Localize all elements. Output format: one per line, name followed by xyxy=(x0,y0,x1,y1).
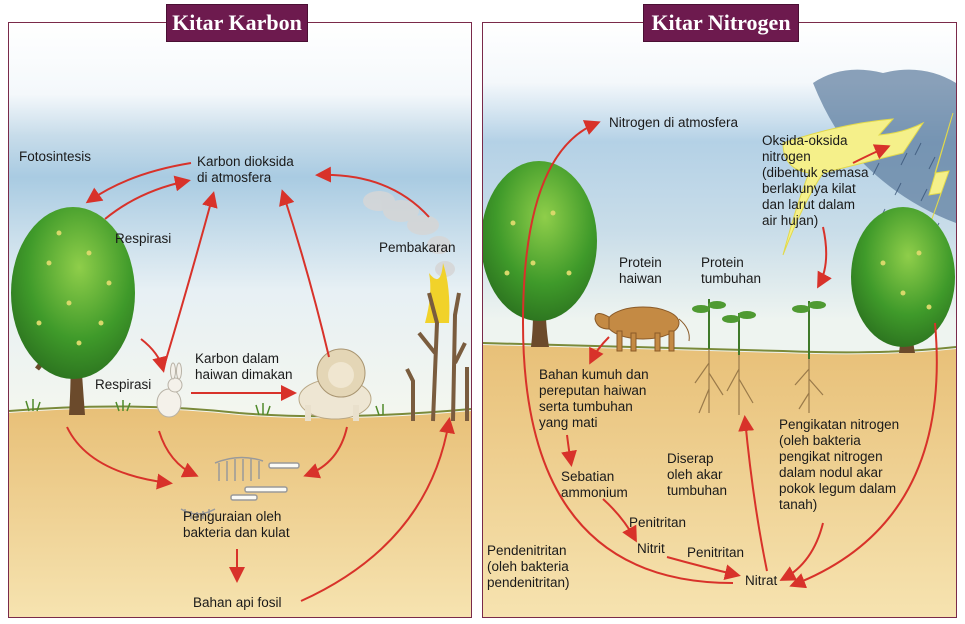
label-fixation-line6: tanah) xyxy=(779,497,818,512)
label-denitrification-line2: (oleh bakteria xyxy=(487,559,569,574)
label-oxides-line3: (dibentuk semasa xyxy=(762,165,869,180)
label-root-absorption: Diserap oleh akar tumbuhan xyxy=(667,451,727,499)
tree xyxy=(11,207,135,415)
label-fixation-line5: pokok legum dalam xyxy=(779,481,897,496)
label-fixation-line2: (oleh bakteria xyxy=(779,433,861,448)
label-oxides-line4: berlakunya kilat xyxy=(762,181,856,196)
label-denitrification: Pendenitritan (oleh bakteria pendenitrit… xyxy=(487,543,570,591)
label-co2-atmosphere: Karbon dioksida di atmosfera xyxy=(197,154,294,186)
label-waste-line3: serta tumbuhan xyxy=(539,399,633,414)
label-nitrification-2: Penitritan xyxy=(687,545,745,560)
label-eaten-line1: Karbon dalam xyxy=(195,351,280,366)
label-absorbed-line2: oleh akar xyxy=(667,467,723,482)
carbon-cycle-panel: Fotosintesis Karbon dioksida di atmosfer… xyxy=(8,22,472,618)
label-plant-protein-line1: Protein xyxy=(701,255,744,270)
label-fotosintesis: Fotosintesis xyxy=(19,149,92,164)
nitrogen-cycle-illustration xyxy=(483,23,956,617)
label-decomp-line1: Penguraian oleh xyxy=(183,509,282,524)
label-nitrogen-fixation: Pengikatan nitrogen (oleh bakteria pengi… xyxy=(779,417,899,513)
label-oxides-line5: dan larut dalam xyxy=(762,197,856,212)
burnt-trees xyxy=(405,292,469,422)
label-ammonium: Sebatian ammonium xyxy=(561,469,628,501)
label-nitrate: Nitrat xyxy=(745,573,778,588)
grass xyxy=(25,399,384,416)
rabbit xyxy=(156,362,183,418)
label-denitrification-line1: Pendenitritan xyxy=(487,543,567,558)
label-plant-protein-line2: tumbuhan xyxy=(701,271,762,286)
label-ammonium-line1: Sebatian xyxy=(561,469,615,484)
label-denitrification-line3: pendenitritan) xyxy=(487,575,570,590)
label-nitrification-1: Penitritan xyxy=(629,515,687,530)
label-oxides-line1: Oksida-oksida xyxy=(762,133,848,148)
skeleton xyxy=(180,456,300,520)
label-waste-line1: Bahan kumuh dan xyxy=(539,367,649,382)
label-waste-line4: yang mati xyxy=(539,415,598,430)
label-decomposition: Penguraian oleh bakteria dan kulat xyxy=(183,509,290,541)
label-fixation-line1: Pengikatan nitrogen xyxy=(779,417,900,432)
label-waste-decay: Bahan kumuh dan pereputan haiwan serta t… xyxy=(539,367,649,431)
label-animal-protein-line1: Protein xyxy=(619,255,662,270)
label-co2-line1: Karbon dioksida xyxy=(197,154,294,169)
label-fixation-line3: pengikat nitrogen xyxy=(779,449,883,464)
label-plant-protein: Protein tumbuhan xyxy=(701,255,761,287)
label-pembakaran: Pembakaran xyxy=(379,240,456,255)
label-oxides-line6: air hujan) xyxy=(762,213,819,228)
label-nitrogen-oxides: Oksida-oksida nitrogen (dibentuk semasa … xyxy=(762,133,869,229)
label-absorbed-line3: tumbuhan xyxy=(667,483,728,498)
label-animal-protein-line2: haiwan xyxy=(619,271,662,286)
label-respirasi-tree: Respirasi xyxy=(115,231,172,246)
label-eaten-line2: haiwan dimakan xyxy=(195,367,293,382)
label-carbon-eaten: Karbon dalam haiwan dimakan xyxy=(195,351,293,383)
label-oxides-line2: nitrogen xyxy=(762,149,811,164)
label-co2-line2: di atmosfera xyxy=(197,170,272,185)
label-decomp-line2: bakteria dan kulat xyxy=(183,525,290,540)
label-waste-line2: pereputan haiwan xyxy=(539,383,647,398)
label-fossil-fuel: Bahan api fosil xyxy=(193,595,282,610)
nitrogen-cycle-title: Kitar Nitrogen xyxy=(643,4,799,42)
lion xyxy=(298,348,372,421)
label-absorbed-line1: Diserap xyxy=(667,451,714,466)
label-animal-protein: Protein haiwan xyxy=(619,255,662,287)
label-respirasi-animal: Respirasi xyxy=(95,377,152,392)
label-fixation-line4: dalam nodul akar xyxy=(779,465,883,480)
label-nitrogen-atmosphere: Nitrogen di atmosfera xyxy=(609,115,739,130)
carbon-cycle-title: Kitar Karbon xyxy=(166,4,308,42)
nitrogen-cycle-panel: Nitrogen di atmosfera Oksida-oksida nitr… xyxy=(482,22,957,618)
label-ammonium-line2: ammonium xyxy=(561,485,628,500)
label-nitrite: Nitrit xyxy=(637,541,665,556)
